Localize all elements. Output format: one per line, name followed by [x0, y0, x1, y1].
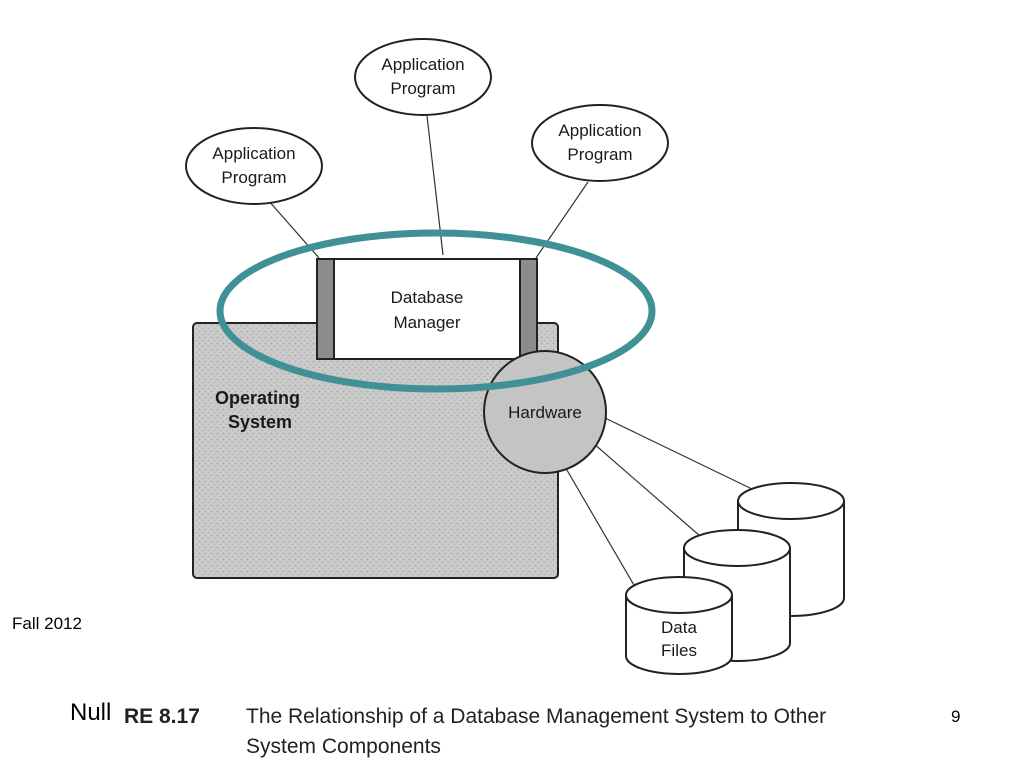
term-label: Fall 2012 [12, 614, 82, 633]
operating-system-label-line2: System [228, 412, 292, 432]
connector-hw-to-file1 [563, 464, 639, 593]
app-program-label-line1: Application [558, 121, 641, 140]
app-program-label-line2: Program [390, 79, 455, 98]
caption-line1: The Relationship of a Database Managemen… [246, 705, 827, 728]
connector-hw-to-file3 [604, 417, 753, 490]
operating-system-label-line1: Operating [215, 388, 300, 408]
caption-line2: System Components [246, 735, 441, 758]
data-file-cylinder: Data Files [625, 576, 733, 675]
application-program-node: Application Program [185, 127, 323, 205]
figure-number: RE 8.17 [124, 705, 200, 728]
data-files-label-line2: Files [661, 641, 697, 660]
page-number: 9 [951, 707, 961, 726]
app-program-label-line2: Program [221, 168, 286, 187]
app-program-label-line2: Program [567, 145, 632, 164]
highlight-ellipse [216, 229, 656, 393]
app-program-label-line1: Application [212, 144, 295, 163]
database-manager-box: Database Manager [316, 258, 538, 360]
app-program-label-line1: Application [381, 55, 464, 74]
application-program-node: Application Program [531, 104, 669, 182]
author-label: Null [70, 699, 112, 726]
database-manager-label-line1: Database [391, 288, 464, 307]
application-program-node: Application Program [354, 38, 492, 116]
dbms-diagram: Operating System Application Program App… [185, 38, 845, 675]
database-manager-label-line2: Manager [393, 313, 460, 332]
data-files-label-line1: Data [661, 618, 697, 637]
figure-caption: RE 8.17 The Relationship of a Database Ma… [124, 702, 944, 762]
connector-hw-to-file2 [592, 442, 701, 537]
hardware-label: Hardware [508, 403, 582, 422]
